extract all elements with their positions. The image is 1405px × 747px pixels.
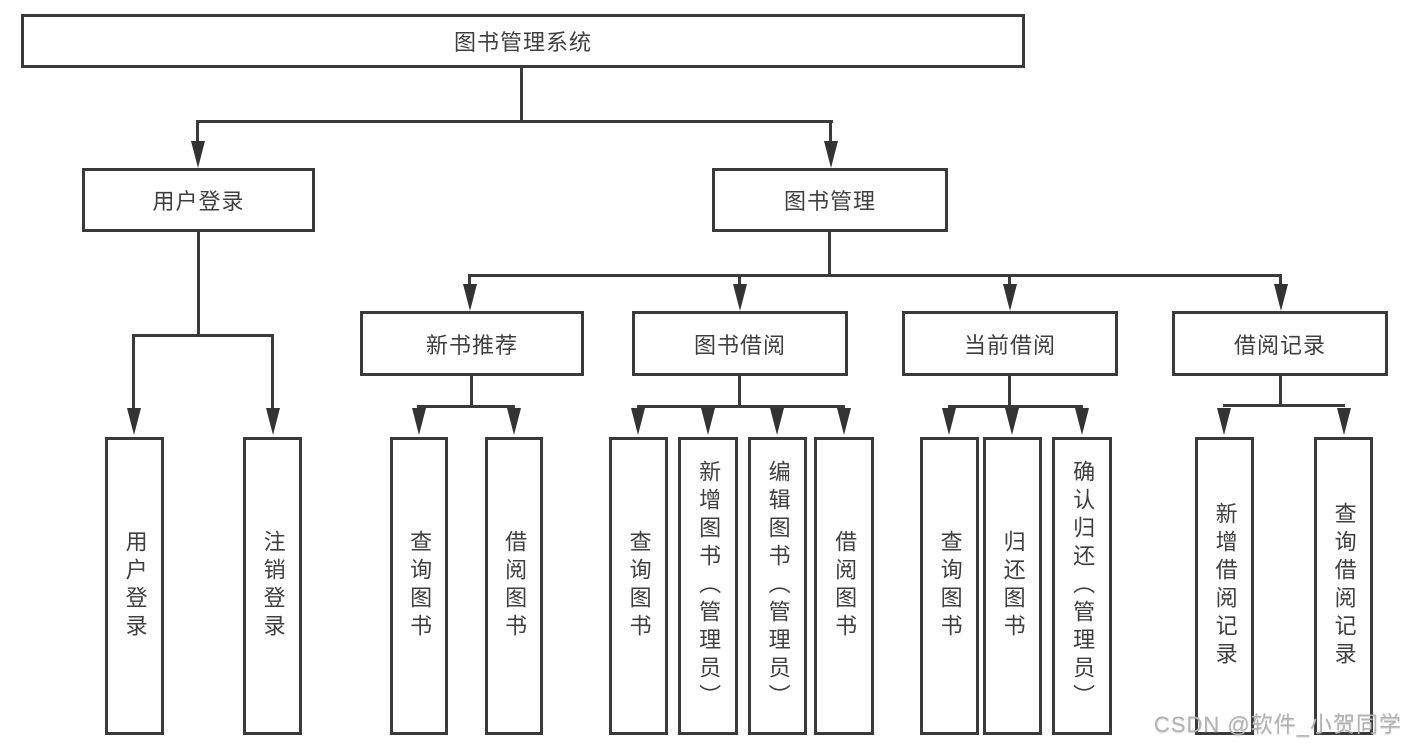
connector-line [520,68,523,122]
leaf-label: 编辑图书（管理员） [765,460,791,712]
root-node-label: 图书管理系统 [453,30,592,55]
leaf-return-book: 归还图书 [983,437,1042,735]
arrow-down-icon [837,408,851,435]
node-new-book-recommend-label: 新书推荐 [425,332,518,358]
node-borrowing-records: 借阅记录 [1172,311,1388,376]
arrow-down-icon [631,408,645,435]
connector-line [271,334,274,410]
connector-line [948,405,1083,408]
leaf-borrow-books-2: 借阅图书 [814,437,874,735]
connector-line [1008,274,1011,286]
arrow-down-icon [1075,408,1089,435]
node-book-borrowing: 图书借阅 [632,311,848,376]
connector-line [196,120,833,123]
connector-line [132,334,135,410]
arrow-down-icon [824,141,838,168]
leaf-label: 注销登录 [260,530,286,642]
node-current-borrowing: 当前借阅 [902,311,1118,376]
node-borrowing-records-label: 借阅记录 [1233,332,1326,358]
leaf-query-books-2: 查询图书 [609,437,668,735]
leaf-label: 新增图书（管理员） [696,460,722,712]
connector-line [470,376,473,408]
arrow-down-icon [1337,408,1351,435]
node-user-login: 用户登录 [82,168,315,232]
connector-line [1279,274,1282,286]
node-new-book-recommend: 新书推荐 [360,311,584,376]
leaf-query-books-1: 查询图书 [390,437,448,735]
leaf-label: 查询图书 [407,530,433,642]
leaf-edit-book-admin: 编辑图书（管理员） [748,437,807,735]
leaf-borrow-books-1: 借阅图书 [485,437,543,735]
arrow-down-icon [733,284,747,311]
connector-line [417,405,515,408]
connector-line [132,334,274,337]
leaf-label: 借阅图书 [832,530,858,642]
connector-line [637,405,845,408]
leaf-label: 归还图书 [1000,530,1026,642]
connector-line [1223,404,1345,407]
connector-line [829,120,832,144]
connector-line [196,120,199,144]
arrow-down-icon [770,408,784,435]
leaf-logout: 注销登录 [243,437,302,735]
leaf-user-login: 用户登录 [105,437,164,735]
connector-line [738,274,741,286]
node-book-borrowing-label: 图书借阅 [693,332,786,358]
leaf-label: 新增借阅记录 [1212,502,1238,670]
leaf-query-books-3: 查询图书 [920,437,979,735]
leaf-add-book-admin: 新增图书（管理员） [678,437,738,735]
connector-line [468,274,1282,277]
leaf-label: 查询借阅记录 [1331,502,1357,670]
connector-line [828,232,831,277]
connector-line [1008,376,1011,408]
arrow-down-icon [1003,284,1017,311]
node-current-borrowing-label: 当前借阅 [963,332,1056,358]
arrow-down-icon [1274,284,1288,311]
arrow-down-icon [127,408,141,435]
node-book-management-label: 图书管理 [783,189,876,214]
csdn-watermark: CSDN @软件_小贺同学 [1153,712,1402,737]
leaf-query-borrow-record: 查询借阅记录 [1314,437,1373,735]
connector-line [197,232,200,337]
node-book-management: 图书管理 [712,168,948,232]
root-node-library-system: 图书管理系统 [21,14,1025,68]
arrow-down-icon [266,408,280,435]
leaf-confirm-return-admin: 确认归还（管理员） [1052,437,1112,735]
arrow-down-icon [1217,408,1231,435]
connector-line [468,274,471,286]
leaf-label: 确认归还（管理员） [1070,460,1096,712]
leaf-label: 借阅图书 [502,530,528,642]
arrow-down-icon [1005,408,1019,435]
connector-line [1279,376,1282,407]
leaf-add-borrow-record: 新增借阅记录 [1195,437,1254,735]
leaf-label: 查询图书 [626,530,652,642]
arrow-down-icon [463,284,477,311]
node-user-login-label: 用户登录 [152,189,245,214]
arrow-down-icon [942,408,956,435]
leaf-label: 用户登录 [122,530,148,642]
arrow-down-icon [507,408,521,435]
leaf-label: 查询图书 [937,530,963,642]
arrow-down-icon [701,408,715,435]
arrow-down-icon [191,141,205,168]
connector-line [738,376,741,408]
arrow-down-icon [412,408,426,435]
